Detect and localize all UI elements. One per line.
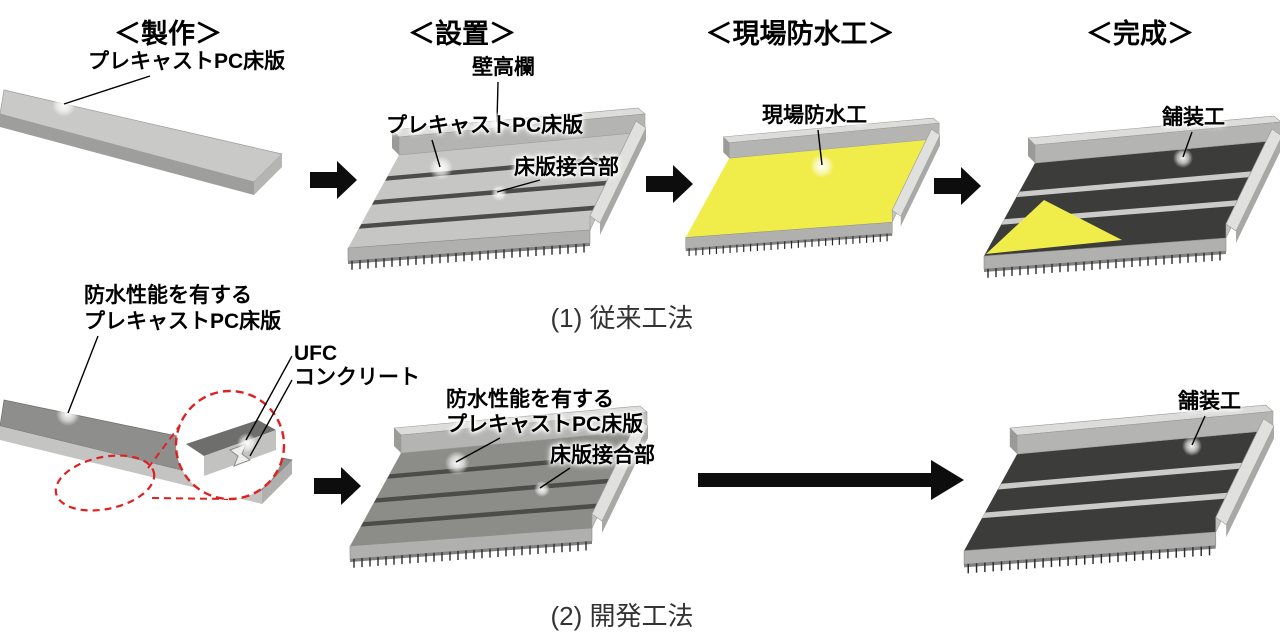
flow-arrow-icon [934, 167, 981, 205]
exposed-waterproofing-wedge [986, 200, 1122, 254]
asphalt-surface [964, 431, 1264, 551]
label-deck-precast-slab: プレキャストPC床版 [386, 114, 584, 137]
waterproofing-surface [685, 139, 932, 238]
caption-conventional-method: (1) 従来工法 [550, 303, 694, 333]
label-parapet: 壁高欄 [472, 56, 535, 79]
label-waterproof-slab-line1: 防水性能を有する [84, 284, 252, 307]
label-pavement-row1: 舗装工 [1162, 106, 1225, 129]
long-flow-arrow-icon [698, 460, 964, 500]
completed-deck-illustration [983, 115, 1280, 279]
label-waterproof-slab-line2: プレキャストPC床版 [84, 310, 282, 333]
stage-header-production: ＜製作＞ [114, 19, 222, 49]
stage-header-site-waterproofing: ＜現場防水工＞ [705, 19, 895, 49]
label-deck-waterproof-slab-line2: プレキャストPC床版 [446, 413, 644, 436]
zoom-source-ellipse [54, 454, 156, 512]
label-precast-slab: プレキャストPC床版 [88, 50, 286, 73]
precast-slab-illustration [0, 89, 283, 195]
label-ufc-concrete: コンクリート [294, 366, 420, 389]
label-site-waterproofing: 現場防水工 [762, 104, 867, 127]
label-ufc: UFC [294, 342, 338, 365]
stage-header-completion: ＜完成＞ [1086, 19, 1194, 49]
waterproof-precast-slab-illustration [0, 389, 293, 512]
stage-header-installation: ＜設置＞ [408, 19, 516, 49]
label-pavement-row2: 舗装工 [1178, 390, 1241, 413]
label-deck-joint: 床版接合部 [514, 156, 619, 179]
label-deck-joint-row2: 床版接合部 [550, 444, 655, 467]
caption-developed-method: (2) 開発工法 [550, 601, 694, 631]
label-deck-waterproof-slab-line1: 防水性能を有する [446, 388, 614, 411]
